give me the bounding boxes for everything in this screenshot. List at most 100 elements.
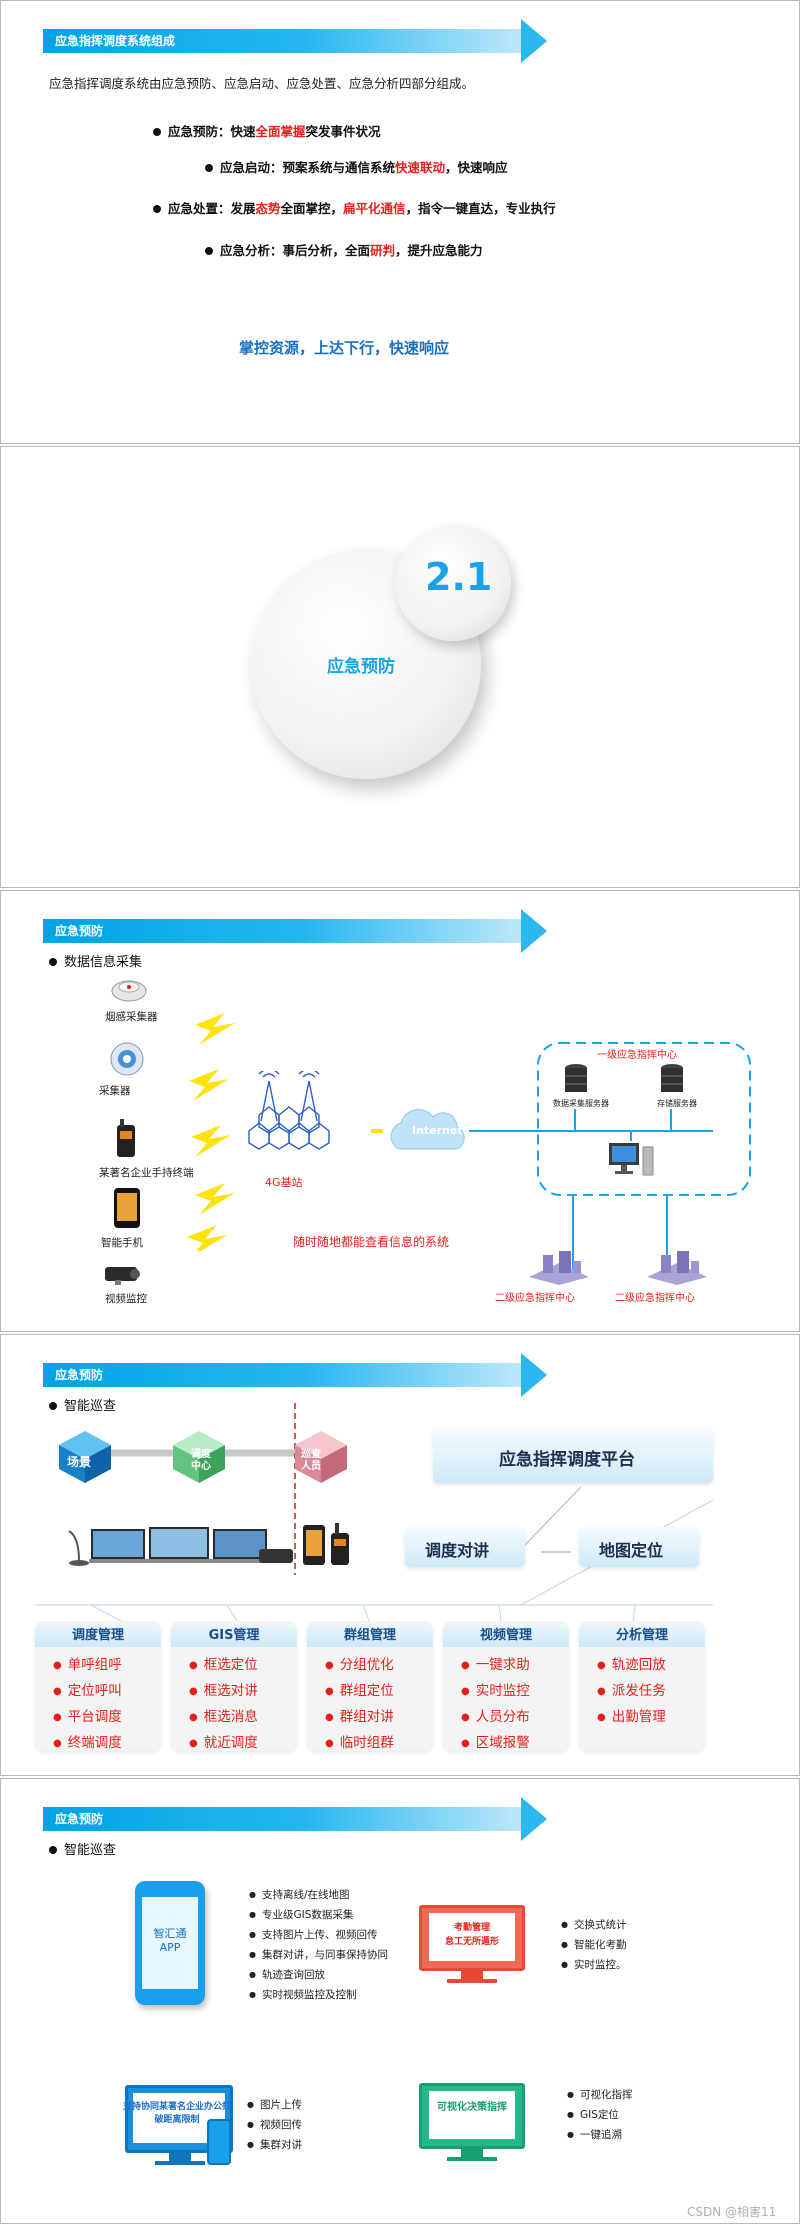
bullet-icon [153, 204, 161, 213]
feature-item: 图片上传 [247, 2097, 302, 2112]
computer-icon [609, 1143, 654, 1176]
section-number: 2.1 [425, 555, 493, 599]
feature-item: 视频回传 [247, 2117, 302, 2132]
collector-icon [110, 1042, 144, 1076]
slide-smart-patrol-platform: 应急预防 智能巡查 场景 调度中心 巡查人员 应急 [0, 1334, 800, 1776]
card-item: 终端调度 [53, 1731, 122, 1751]
network-lines [371, 1042, 751, 1271]
card-title: 调度管理 [35, 1625, 161, 1647]
subtitle: 智能巡查 [49, 1395, 116, 1414]
feature-item: 实时监控。 [561, 1957, 627, 1972]
card-item: 区域报警 [461, 1731, 530, 1751]
cube-patrol-label: 巡查人员 [301, 1449, 321, 1472]
card-title: 分析管理 [579, 1625, 705, 1647]
sub-center-icon [647, 1251, 707, 1285]
office-phone-icon [207, 2119, 231, 2165]
title-banner: 应急预防 [43, 1797, 549, 1841]
dispatch-cube-icon [173, 1431, 225, 1483]
card-title: 群组管理 [307, 1625, 433, 1647]
bullet-icon [205, 246, 213, 255]
patrol-cube-icon [295, 1431, 347, 1483]
attendance-screen [429, 1913, 515, 1961]
subtitle: 数据信息采集 [49, 951, 142, 970]
card-item: 定位呼叫 [53, 1679, 122, 1699]
sub-center-icon [529, 1251, 589, 1285]
attendance-title: 考勤管理 [453, 1923, 490, 1933]
title-banner: 应急指挥调度系统组成 [43, 19, 549, 63]
server-icon [565, 1064, 587, 1092]
card-item: 临时组群 [325, 1731, 394, 1751]
base-station-icon [248, 1071, 330, 1150]
feature-item: 专业级GIS数据采集 [249, 1907, 353, 1922]
feature-item: 智能化考勤 [561, 1937, 627, 1952]
card-item: 轨迹回放 [597, 1653, 666, 1673]
monitor-base [155, 2161, 205, 2165]
decision-text: 可视化决策指挥 [437, 2102, 507, 2113]
card-item: 出勤管理 [597, 1705, 666, 1725]
bullet-icon [153, 127, 161, 136]
card-item: 框选对讲 [189, 1679, 258, 1699]
intro-text: 应急指挥调度系统由应急预防、应急启动、应急处置、应急分析四部分组成。 [49, 76, 475, 91]
arrow-head-icon [521, 1797, 547, 1841]
feature-item: 支持图片上传、视频回传 [249, 1927, 378, 1942]
card-item: 实时监控 [461, 1679, 530, 1699]
banner-title: 应急预防 [55, 924, 104, 938]
card-item: 就近调度 [189, 1731, 258, 1751]
banner-title: 应急预防 [55, 1812, 104, 1826]
feature-item: 交换式统计 [561, 1917, 627, 1932]
smoke-detector-icon [111, 980, 147, 1002]
base-station-label: 4G基站 [265, 1176, 303, 1189]
card-title: 视频管理 [443, 1625, 569, 1647]
dispatch-console-icon [68, 1527, 293, 1566]
camera-icon [105, 1267, 140, 1285]
cube-scene-label: 场景 [67, 1455, 92, 1469]
card-item: 人员分布 [461, 1705, 530, 1725]
item-disposal: 应急处置：发展态势全面掌控，扁平化通信，指令一键直达，专业执行 [153, 198, 556, 217]
map-label: 地图定位 [599, 1541, 664, 1560]
card-item: 平台调度 [53, 1705, 122, 1725]
item-prevention: 应急预防：快速全面掌握突发事件状况 [153, 121, 381, 140]
monitor-base [447, 1979, 497, 1983]
device-label-camera: 视频监控 [105, 1293, 147, 1305]
bullet-icon [49, 957, 57, 966]
intercom-label: 调度对讲 [425, 1541, 490, 1560]
arrow-head-icon [521, 19, 547, 63]
number-circle [395, 525, 511, 641]
center1-label: 一级应急指挥中心 [597, 1050, 677, 1061]
center2b-label: 二级应急指挥中心 [615, 1293, 695, 1304]
slide-data-collection: 应急预防 数据信息采集 烟感采集器 采集器 某著名企业手持终端 智能手机 视频监… [0, 890, 800, 1332]
bullet-icon [49, 1845, 57, 1854]
feature-item: 集群对讲 [247, 2137, 302, 2152]
device-label-smoke: 烟感采集器 [105, 1011, 158, 1023]
handheld-terminal-icon [117, 1119, 135, 1157]
feature-item: GIS定位 [567, 2107, 619, 2122]
feature-item: 支持离线/在线地图 [249, 1887, 350, 1902]
feature-item: 一键追溯 [567, 2127, 622, 2142]
cloud-icon [390, 1109, 465, 1150]
map-box [579, 1527, 699, 1567]
item-startup: 应急启动：预案系统与通信系统快速联动，快速响应 [205, 157, 508, 176]
storage-server-icon [661, 1064, 683, 1092]
slide-composition: 应急指挥调度系统组成 应急指挥调度系统由应急预防、应急启动、应急处置、应急分析四… [0, 0, 800, 444]
device-label-handheld: 某著名企业手持终端 [99, 1167, 194, 1179]
monitor-stand [461, 2149, 483, 2157]
card-item: 框选定位 [189, 1653, 258, 1673]
platform-title: 应急指挥调度平台 [499, 1450, 635, 1470]
card-analysis: 分析管理 轨迹回放 派发任务 出勤管理 [579, 1621, 705, 1751]
card-item: 派发任务 [597, 1679, 666, 1699]
subtitle: 智能巡查 [49, 1839, 116, 1858]
card-item: 群组定位 [325, 1679, 394, 1699]
device-label-phone: 智能手机 [101, 1237, 143, 1249]
monitor-stand [461, 1971, 483, 1979]
phone-app-name: 智汇通APP [153, 1927, 187, 1954]
card-gis: GIS管理 框选定位 框选对讲 框选消息 就近调度 [171, 1621, 297, 1751]
card-item: 单呼组呼 [53, 1653, 122, 1673]
card-group: 群组管理 分组优化 群组定位 群组对讲 临时组群 [307, 1621, 433, 1751]
banner-title: 应急预防 [55, 1368, 104, 1382]
card-item: 一键求助 [461, 1653, 530, 1673]
feature-item: 实时视频监控及控制 [249, 1987, 357, 2002]
cube-dispatch-label: 调度中心 [191, 1449, 211, 1472]
phone-screen [142, 1897, 198, 1989]
feature-item: 轨迹查询回放 [249, 1967, 325, 1982]
section-title: 应急预防 [327, 657, 395, 677]
